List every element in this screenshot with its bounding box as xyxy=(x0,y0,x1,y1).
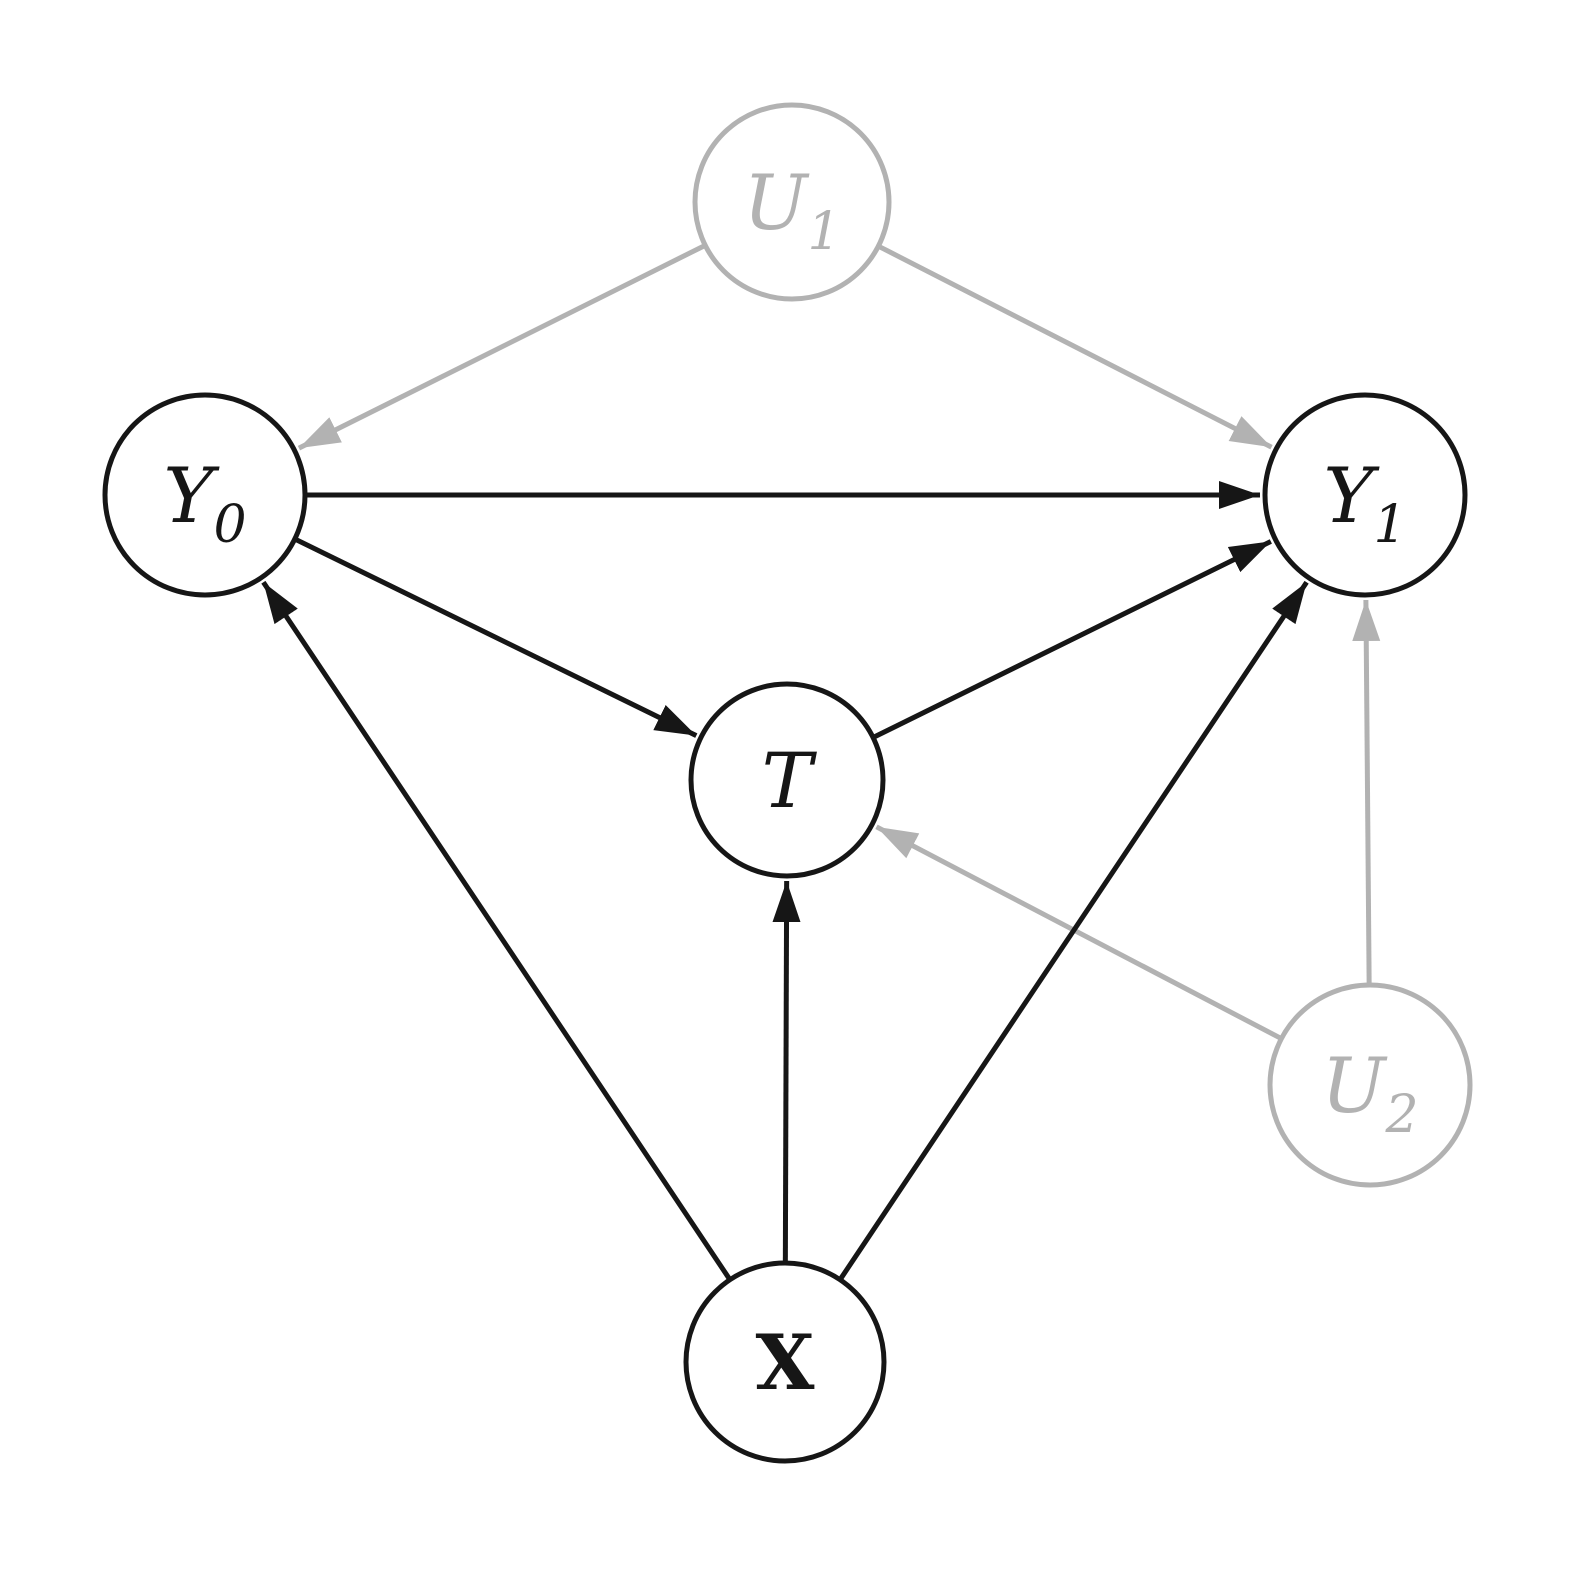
node-circle-U2 xyxy=(1267,982,1473,1188)
node-circle-Y1 xyxy=(1262,392,1468,598)
node-label-X: X xyxy=(756,1318,815,1407)
edge-X-Y1 xyxy=(839,580,1309,1280)
edge-U1-Y0 xyxy=(297,243,705,451)
node-U1: U1 xyxy=(692,102,892,302)
node-circle-T xyxy=(688,681,886,879)
edge-X-T xyxy=(772,880,801,1262)
node-label-Y0: Y0 xyxy=(163,451,246,555)
node-label-U2: U2 xyxy=(1321,1041,1418,1145)
edge-U2-T xyxy=(875,824,1281,1040)
node-label-Y1: Y1 xyxy=(1323,451,1406,555)
node-circle-U1 xyxy=(692,102,892,302)
edge-T-Y1 xyxy=(873,539,1272,739)
node-label-T: T xyxy=(762,736,818,825)
edge-U1-Y1 xyxy=(879,244,1273,450)
node-Y1: Y1 xyxy=(1262,392,1468,598)
node-circle-Y0 xyxy=(102,392,308,598)
node-label-U1: U1 xyxy=(743,158,840,262)
edge-X-Y0 xyxy=(261,580,731,1280)
node-X: X xyxy=(683,1260,887,1464)
node-U2: U2 xyxy=(1267,982,1473,1188)
node-Y0: Y0 xyxy=(102,392,308,598)
node-T: T xyxy=(688,681,886,879)
node-circle-X xyxy=(683,1260,887,1464)
edge-U2-Y1 xyxy=(1352,599,1381,984)
edge-Y0-T xyxy=(295,537,698,738)
